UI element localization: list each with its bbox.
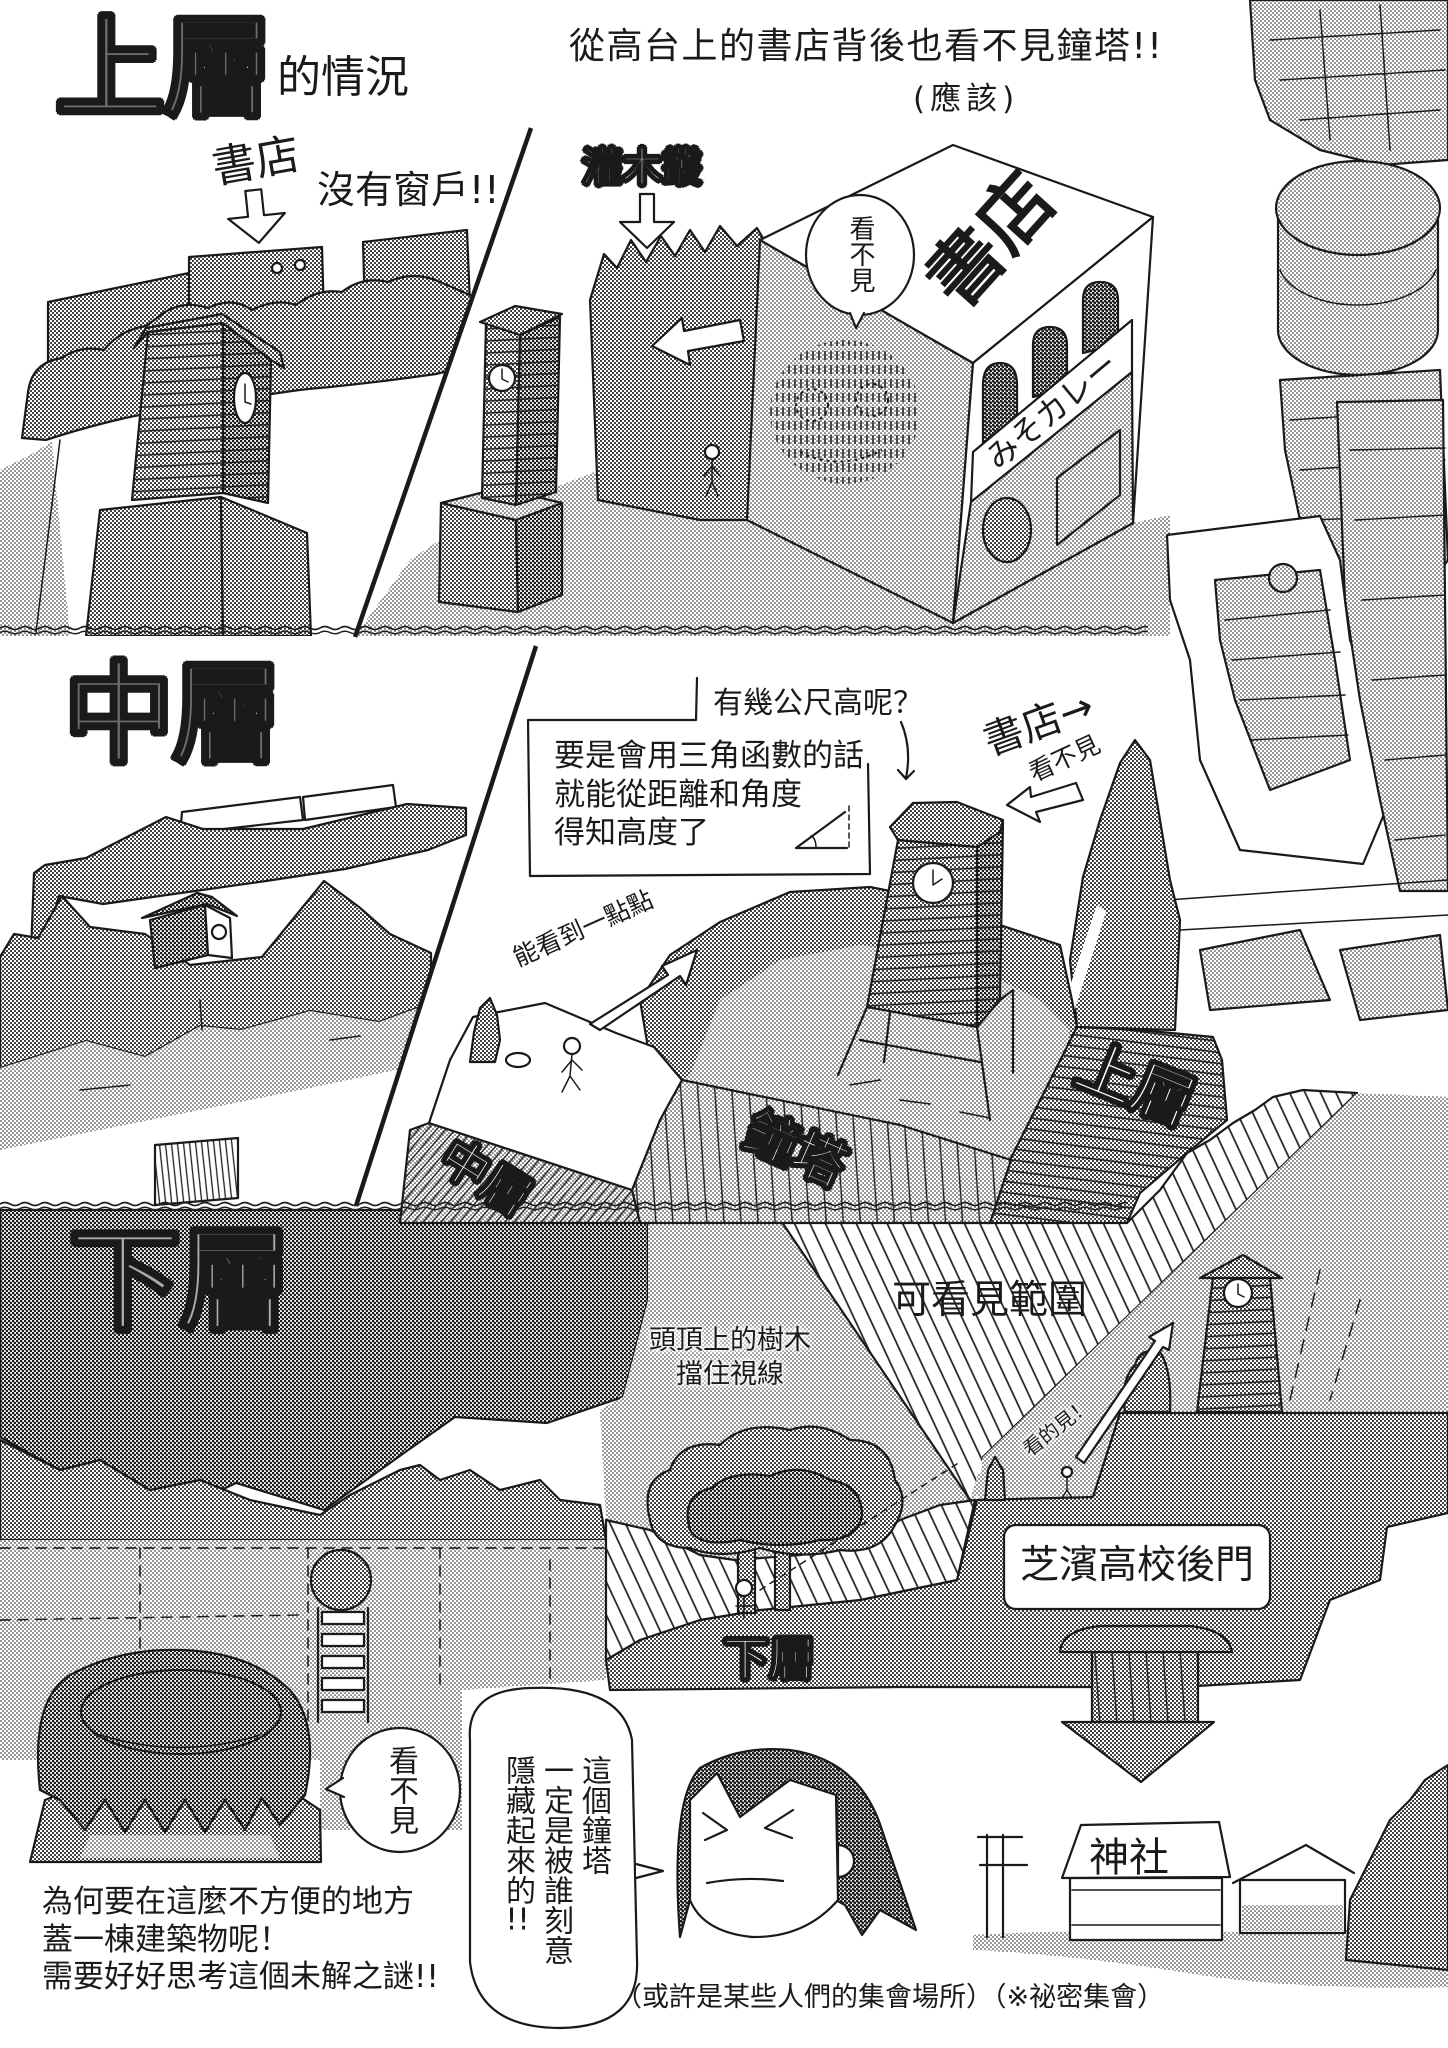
arch-window	[1031, 325, 1069, 399]
shrubs-label: 灌木叢	[581, 145, 702, 191]
caption-line: 蓋一棟建築物呢！	[42, 1921, 290, 1958]
tree-blocks-view-note: 頭頂上的樹木 擋住視線	[640, 1324, 820, 1392]
person-on-plateau	[561, 1036, 583, 1093]
explanation-line: 就能從距離和角度	[554, 776, 802, 813]
wavy-divider-upper	[0, 624, 1148, 636]
distant-clock-tower	[1195, 1253, 1284, 1414]
caption-line: 需要好好思考這個未解之謎!!	[42, 1959, 439, 1995]
speech-bubble-lower-left	[324, 1726, 462, 1854]
upper-layer-title: 上層	[54, 5, 275, 133]
explanation-line: 得知高度了	[554, 815, 709, 851]
footnote: （或許是某些人們的集會場所）（※祕密集會）	[615, 1984, 1164, 2011]
mushroom-down-arrow-icon	[1058, 1624, 1234, 1784]
shrubs	[588, 224, 777, 522]
torii-gate	[976, 1833, 1029, 1939]
tower-pedestal	[84, 495, 225, 636]
big-bubble-text: 這個鐘塔 一定是被誰刻意 隱藏起來的!!	[498, 1755, 612, 1995]
clock-tower	[130, 312, 286, 505]
arch-window	[1081, 280, 1120, 355]
height-question: 有幾公尺高呢？	[713, 686, 923, 721]
fence	[155, 1138, 238, 1205]
visible-range-label: 可看見範圍	[892, 1278, 1088, 1323]
boulder-on-pedestal	[28, 1648, 323, 1864]
shrine-sign: 神社	[1089, 1835, 1169, 1881]
down-arrow-icon	[227, 188, 286, 244]
clock-face-icon	[210, 923, 228, 941]
speech-bubble-upper	[804, 193, 916, 330]
ball-and-ladder	[309, 1548, 373, 1724]
no-windows-note: 沒有窗戶!!	[317, 168, 500, 212]
round-window	[981, 496, 1033, 564]
panel-divider	[352, 127, 534, 638]
explanation-box	[526, 676, 872, 878]
curved-arrow-icon	[896, 720, 916, 781]
middle-left-panel-art	[0, 783, 468, 1206]
headline-aside: (應該)	[913, 81, 1020, 117]
shrine-building	[1060, 1820, 1356, 1942]
bubble-column: 一定是被誰刻意	[538, 1755, 573, 1965]
clock-tower-on-stilts	[836, 800, 1015, 1122]
trigonometry-explanation: 要是會用三角函數的話 就能從距離和角度 得知高度了	[554, 737, 864, 853]
speech-bubble-text: 看不見	[845, 215, 875, 293]
wavy-divider-lower	[0, 1200, 1128, 1212]
blocking-tree	[646, 1425, 904, 1615]
left-arrow-icon	[650, 316, 746, 367]
upper-left-panel-art	[0, 228, 482, 636]
person-figure	[703, 443, 721, 497]
upper-layer-title-suffix: 的情況	[277, 52, 409, 103]
middle-right-panel-art	[398, 676, 1229, 1225]
panel-divider	[353, 645, 539, 1207]
down-arrow-icon	[618, 192, 676, 250]
sight-line-arrow-icon	[1074, 1321, 1175, 1465]
mystery-caption: 為何要在這麼不方便的地方 蓋一棟建築物呢！ 需要好好思考這個未解之謎!!	[42, 1884, 439, 1997]
footnote-aside: （※祕密集會）	[993, 1982, 1165, 2013]
clock-tower-behind-shrubs	[437, 304, 564, 614]
bubble-column: 這個鐘塔	[576, 1755, 611, 1875]
person-looking	[1060, 1465, 1074, 1499]
triangle-angle-icon	[794, 805, 850, 851]
bubble-column-text: 隱藏起來的	[500, 1755, 535, 1905]
lower-layer-title: 下層	[68, 1217, 293, 1347]
front-mountains	[0, 879, 433, 1070]
cypress-trees	[1068, 738, 1182, 1032]
tree-line	[0, 1438, 608, 1542]
distant-clock-house	[140, 891, 239, 970]
bubble-emphasis: !!	[505, 1905, 530, 1935]
character-face	[676, 1748, 918, 1939]
note-line: 擋住視線	[676, 1359, 784, 1390]
person-under-tree	[734, 1578, 754, 1619]
footnote-text: （或許是某些人們的集會場所）	[615, 1982, 993, 2013]
shrine-scene	[973, 1763, 1448, 1988]
lower-layer-art	[0, 1088, 1448, 1864]
city-aerial-strip	[1165, 0, 1448, 1022]
middle-layer-title: 中層	[63, 651, 284, 779]
caption-line: 為何要在這麼不方便的地方	[42, 1884, 414, 1920]
bubble-column: 隱藏起來的!!	[498, 1755, 536, 1995]
explanation-line: 要是會用三角函數的話	[554, 738, 864, 774]
speech-bubble-big	[468, 1686, 665, 2030]
upper-right-panel-art	[355, 143, 1170, 636]
headline: 從高台上的書店背後也看不見鐘塔!!	[569, 26, 1164, 67]
up-right-arrow-icon	[588, 948, 699, 1032]
school-gate-box	[1002, 1523, 1272, 1611]
bookstore-cube	[745, 143, 1155, 625]
speech-bubble-text: 看不見	[383, 1745, 418, 1835]
left-arrow-icon	[1005, 781, 1085, 824]
note-line: 頭頂上的樹木	[649, 1325, 811, 1356]
ground-label-lower: 下層	[722, 1632, 815, 1686]
school-back-gate-label: 芝濱高校後門	[1019, 1543, 1254, 1588]
